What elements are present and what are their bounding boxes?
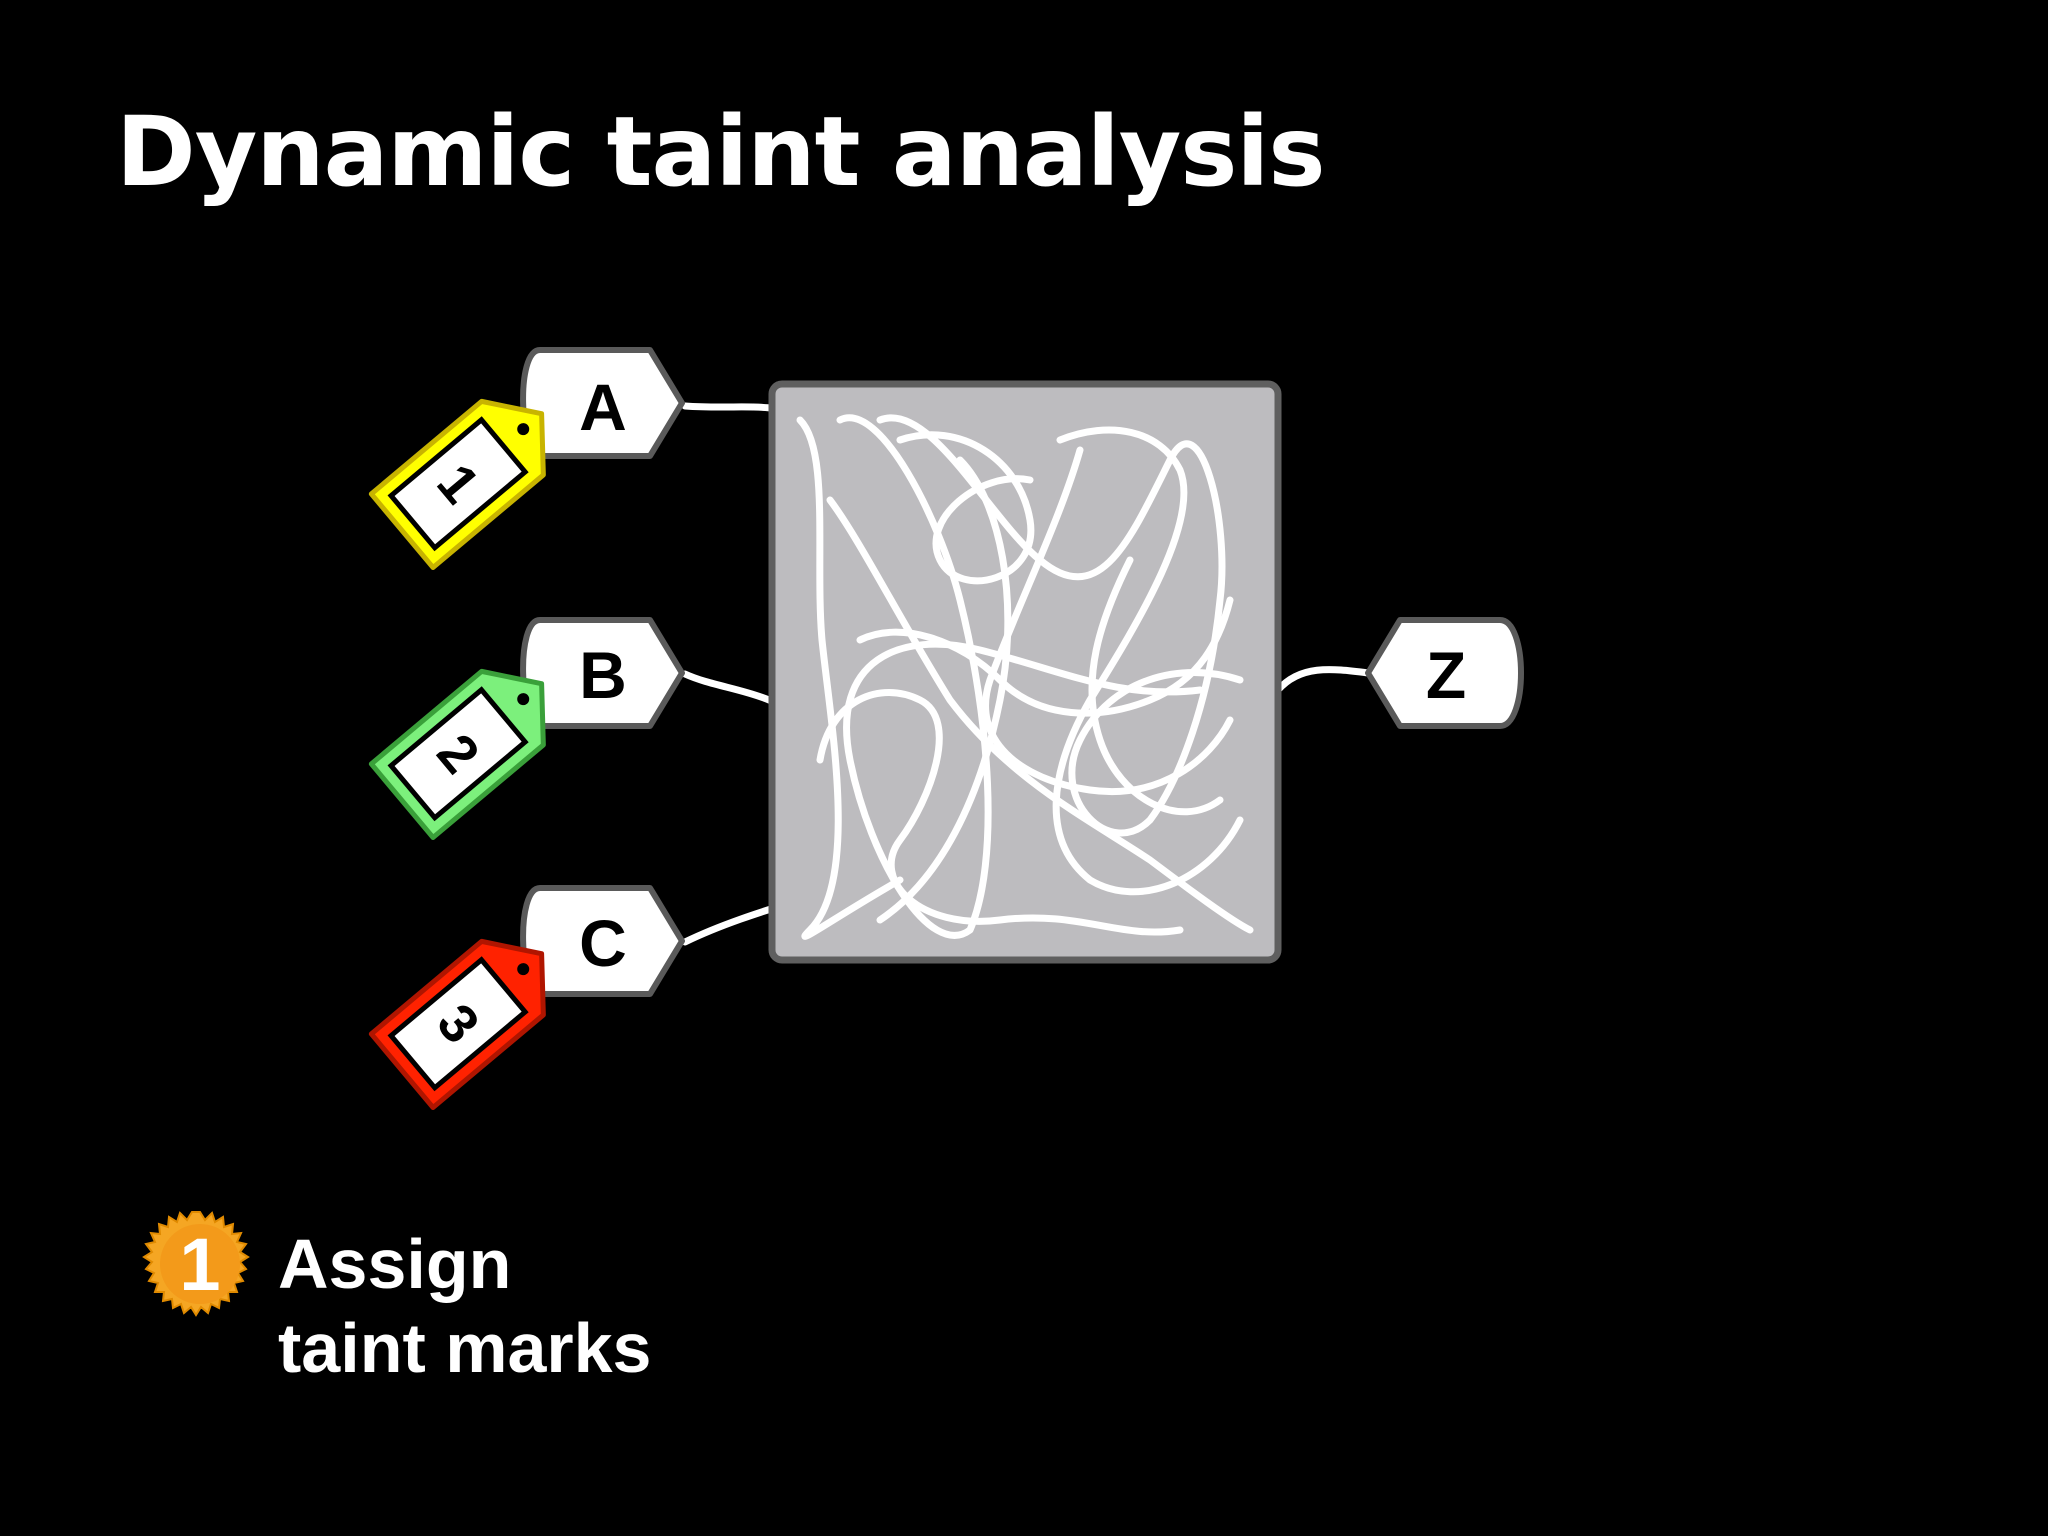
taint-tag-1: 1 xyxy=(368,398,546,570)
step-description: Assign taint marks xyxy=(278,1222,651,1390)
input-label-c: C xyxy=(520,885,685,997)
input-label-a-text: A xyxy=(579,370,627,444)
step-line-2: taint marks xyxy=(278,1309,652,1387)
slide-title: Dynamic taint analysis xyxy=(116,96,1325,208)
step-line-1: Assign xyxy=(278,1225,512,1303)
wire-z xyxy=(1274,666,1372,694)
output-label-z: Z xyxy=(1365,617,1524,729)
input-labels: A B C xyxy=(520,347,685,997)
output-label-z-text: Z xyxy=(1426,638,1466,712)
step-number: 1 xyxy=(179,1223,220,1306)
input-label-b: B xyxy=(520,617,685,729)
tangled-flows xyxy=(796,414,1254,940)
step-number-badge: 1 xyxy=(142,1211,250,1317)
input-label-b-text: B xyxy=(579,638,627,712)
taint-tag-2: 2 xyxy=(368,668,546,840)
input-label-a: A xyxy=(520,347,685,459)
taint-tag-3: 3 xyxy=(368,938,546,1110)
step-1: 1 Assign taint marks xyxy=(140,1204,840,1404)
input-label-c-text: C xyxy=(579,906,627,980)
